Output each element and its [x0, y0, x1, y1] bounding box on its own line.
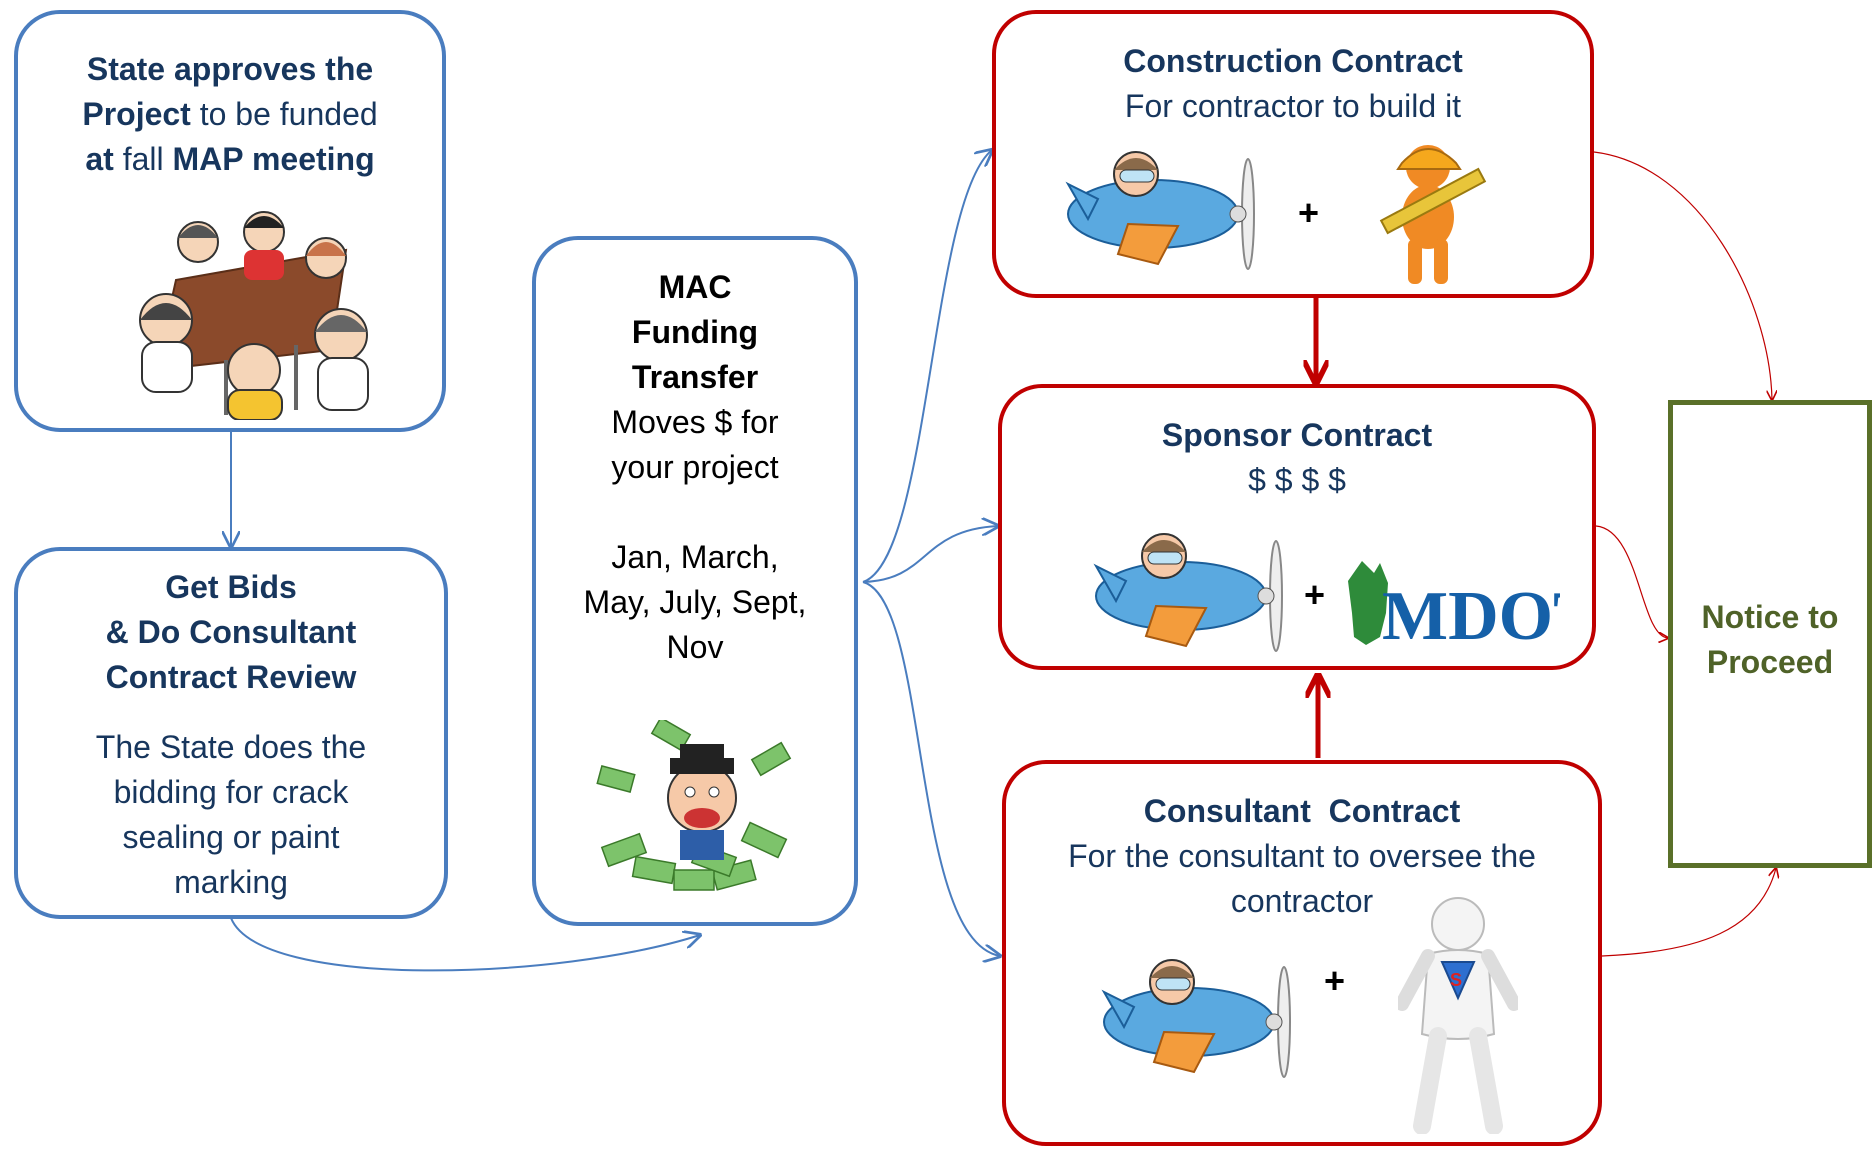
- construction-worker-icon: [1379, 145, 1487, 284]
- meeting-table-icon: [139, 211, 369, 420]
- mac-months-line1: Jan, March,: [611, 539, 779, 575]
- michigan-shape-icon: [1348, 561, 1388, 645]
- state-approves-funded: to be funded: [190, 96, 378, 132]
- construction-title: Construction Contract: [1123, 43, 1463, 79]
- construction-plus: +: [1298, 192, 1320, 233]
- mac-funding-box: MAC Funding Transfer Moves $ for your pr…: [532, 236, 858, 926]
- state-approves-map-meeting: MAP meeting: [172, 141, 375, 177]
- state-approves-fall: fall: [113, 141, 173, 177]
- arrow-sponsor-to-notice: [1595, 525, 1668, 638]
- get-bids-body: The State does the bidding for crack sea…: [18, 725, 444, 905]
- get-bids-body-line4: marking: [174, 864, 288, 900]
- consultant-subtitle-line2: contractor: [1230, 883, 1374, 919]
- mac-funding-text: MAC Funding Transfer Moves $ for your pr…: [536, 265, 854, 670]
- get-bids-title-line2: & Do Consultant: [105, 614, 357, 650]
- superhero-figure-icon: S: [1398, 897, 1518, 1134]
- get-bids-body-line2: bidding for crack: [113, 774, 349, 810]
- mac-body-line2: your project: [611, 449, 779, 485]
- arrow-mac-to-sponsor: [862, 526, 998, 583]
- construction-text: Construction Contract For contractor to …: [996, 39, 1590, 129]
- sponsor-text: Sponsor Contract $ $ $ $: [1002, 413, 1592, 503]
- consultant-title: Consultant Contract: [1143, 793, 1461, 829]
- consultant-plus: +: [1324, 960, 1346, 1001]
- consultant-contract-box: Consultant Contract For the consultant t…: [1002, 760, 1602, 1146]
- sponsor-dollars: $ $ $ $: [1248, 462, 1346, 498]
- arrow-consultant-to-notice: [1601, 868, 1776, 957]
- mac-title-line1: MAC: [658, 269, 732, 305]
- notice-to-proceed-text: Notice to Proceed: [1673, 595, 1867, 685]
- notice-line2: Proceed: [1706, 644, 1834, 680]
- construction-subtitle: For contractor to build it: [1124, 88, 1462, 124]
- mac-title-line2: Funding: [631, 314, 759, 350]
- sponsor-plus: +: [1304, 574, 1326, 615]
- pilot-plane-icon: [1065, 151, 1255, 270]
- mac-body-line1: Moves $ for: [611, 404, 779, 440]
- get-bids-box: Get Bids & Do Consultant Contract Review…: [14, 547, 448, 919]
- mac-title-line3: Transfer: [631, 359, 759, 395]
- get-bids-body-line3: sealing or paint: [122, 819, 340, 855]
- get-bids-body-line1: The State does the: [95, 729, 367, 765]
- construction-contract-box: Construction Contract For contractor to …: [992, 10, 1594, 298]
- state-approves-box: State approves the Project to be funded …: [14, 10, 446, 432]
- get-bids-title-line3: Contract Review: [105, 659, 357, 695]
- get-bids-title-line1: Get Bids: [165, 569, 297, 605]
- pilot-plane-icon: [1093, 533, 1283, 652]
- consultant-text: Consultant Contract For the consultant t…: [1006, 789, 1598, 924]
- state-approves-project: Project: [82, 96, 191, 132]
- state-approves-text: State approves the Project to be funded …: [18, 47, 442, 182]
- arrow-construction-to-notice: [1593, 151, 1772, 400]
- consultant-subtitle-line1: For the consultant to oversee the: [1068, 838, 1536, 874]
- arrow-mac-to-consultant: [862, 581, 1000, 956]
- state-approves-at: at: [85, 141, 114, 177]
- sponsor-title: Sponsor Contract: [1161, 417, 1433, 453]
- sponsor-contract-box: Sponsor Contract $ $ $ $ + MDOT: [998, 384, 1596, 670]
- notice-to-proceed-box: Notice to Proceed: [1668, 400, 1872, 868]
- mac-months-line2: May, July, Sept,: [583, 584, 807, 620]
- mdot-logo: MDOT: [1348, 561, 1560, 653]
- pilot-plane-icon: [1101, 959, 1291, 1078]
- arrow-mac-to-construction: [862, 150, 992, 583]
- mdot-logo-text: MDOT: [1382, 578, 1560, 653]
- money-man-icon: [596, 720, 792, 891]
- arrow-bids-to-mac: [230, 917, 700, 972]
- mac-months-line3: Nov: [666, 629, 724, 665]
- get-bids-title: Get Bids & Do Consultant Contract Review: [18, 565, 444, 700]
- notice-line1: Notice to: [1701, 599, 1839, 635]
- state-approves-line1: State approves the: [86, 51, 374, 87]
- svg-text:S: S: [1450, 970, 1462, 990]
